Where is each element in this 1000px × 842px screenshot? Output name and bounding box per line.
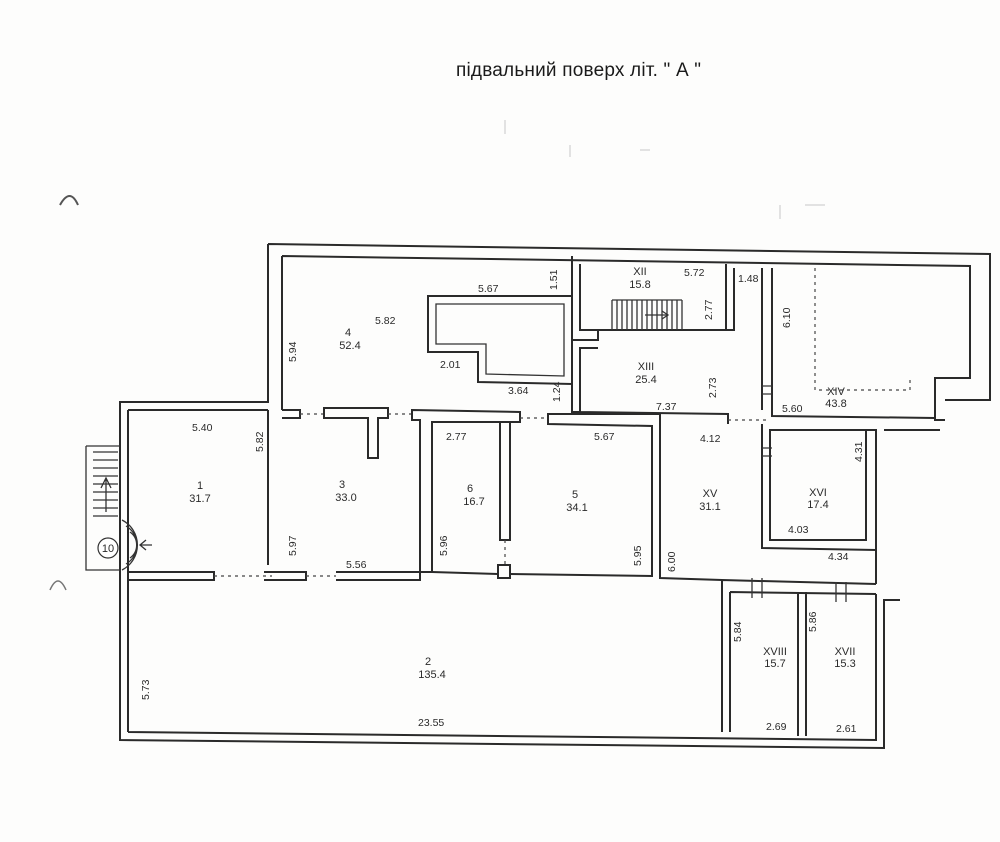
dim-r18-b: 2.69 xyxy=(766,721,787,733)
dim-r18-a: 5.84 xyxy=(732,621,744,642)
room-XVI-area: 17.4 xyxy=(807,499,828,511)
interior-walls xyxy=(128,256,940,736)
room-XVIII-area: 15.7 xyxy=(764,658,785,670)
dim-r3-bottom: 5.56 xyxy=(346,559,367,571)
room-XII-id: XII xyxy=(633,266,646,278)
room-4-area: 52.4 xyxy=(339,340,360,352)
dim-r14-b: 5.60 xyxy=(782,403,803,415)
dim-r2-bottom: 23.55 xyxy=(418,717,444,729)
room-1-area: 31.7 xyxy=(189,493,210,505)
dim-r17-a: 5.86 xyxy=(807,611,819,632)
room-1-id: 1 xyxy=(197,480,203,492)
room-XVII-id: XVII xyxy=(835,646,856,658)
room-XIV-area: 43.8 xyxy=(825,398,846,410)
dim-r15-a: 4.12 xyxy=(700,433,721,445)
room-5-id: 5 xyxy=(572,489,578,501)
dim-r12-c: 1.48 xyxy=(738,273,759,285)
dim-r13-b: 7.37 xyxy=(656,401,677,413)
room-6-id: 6 xyxy=(467,483,473,495)
dim-r5-top: 5.67 xyxy=(594,431,615,443)
dim-r16-c: 4.34 xyxy=(828,551,849,563)
room-XIII-area: 25.4 xyxy=(635,374,656,386)
left-stair xyxy=(85,445,152,571)
dim-r14-a: 6.10 xyxy=(781,307,793,328)
room-labels: 1 31.7 2 135.4 3 33.0 4 52.4 5 34.1 6 16… xyxy=(102,266,856,681)
plan-title: підвальний поверх літ. " А " xyxy=(456,60,702,81)
dim-r1-side: 5.82 xyxy=(254,431,266,452)
dim-r4-g: 1.24 xyxy=(551,381,563,402)
dim-r13-a: 2.73 xyxy=(707,377,719,398)
room-XV-id: XV xyxy=(703,488,718,500)
room-XVIII-id: XVIII xyxy=(763,646,787,658)
room-3-area: 33.0 xyxy=(335,492,356,504)
dim-r17-b: 2.61 xyxy=(836,723,857,735)
dim-r15-b: 6.00 xyxy=(666,551,678,572)
room-3-id: 3 xyxy=(339,479,345,491)
outer-walls xyxy=(119,243,991,750)
room-2-id: 2 xyxy=(425,656,431,668)
dim-r4-e: 2.01 xyxy=(440,359,461,371)
dim-r16-b: 4.03 xyxy=(788,524,809,536)
dim-r2-side: 5.73 xyxy=(140,679,152,700)
dimension-labels: 5.40 5.82 5.82 5.67 1.51 5.94 2.01 3.64 … xyxy=(140,267,865,735)
dim-r12-a: 5.72 xyxy=(684,267,705,279)
dim-r3-side: 5.97 xyxy=(287,535,299,556)
dim-r4-f: 3.64 xyxy=(508,385,529,397)
dim-r12-b: 2.77 xyxy=(703,299,715,320)
room-XV-area: 31.1 xyxy=(699,501,720,513)
room-5-area: 34.1 xyxy=(566,502,587,514)
dim-r6-top: 2.77 xyxy=(446,431,467,443)
dim-r6-side: 5.96 xyxy=(438,535,450,556)
dim-r16-a: 4.31 xyxy=(853,441,865,462)
dim-r1-top: 5.40 xyxy=(192,422,213,434)
room-XIV-id: XIV xyxy=(827,386,845,398)
room-6-area: 16.7 xyxy=(463,496,484,508)
dim-r4-b: 5.67 xyxy=(478,283,499,295)
stair-number: 10 xyxy=(102,543,114,555)
room-XIII-id: XIII xyxy=(638,361,655,373)
dim-r4-a: 5.82 xyxy=(375,315,396,327)
room-XVII-area: 15.3 xyxy=(834,658,855,670)
room-4-id: 4 xyxy=(345,327,351,339)
scan-marks xyxy=(49,120,825,591)
dim-r4-d: 5.94 xyxy=(287,341,299,362)
room-2-area: 135.4 xyxy=(418,669,446,681)
room-XVI-id: XVI xyxy=(809,487,827,499)
dim-r5-side: 5.95 xyxy=(632,545,644,566)
room-XII-area: 15.8 xyxy=(629,279,650,291)
dim-r4-c: 1.51 xyxy=(548,269,560,290)
